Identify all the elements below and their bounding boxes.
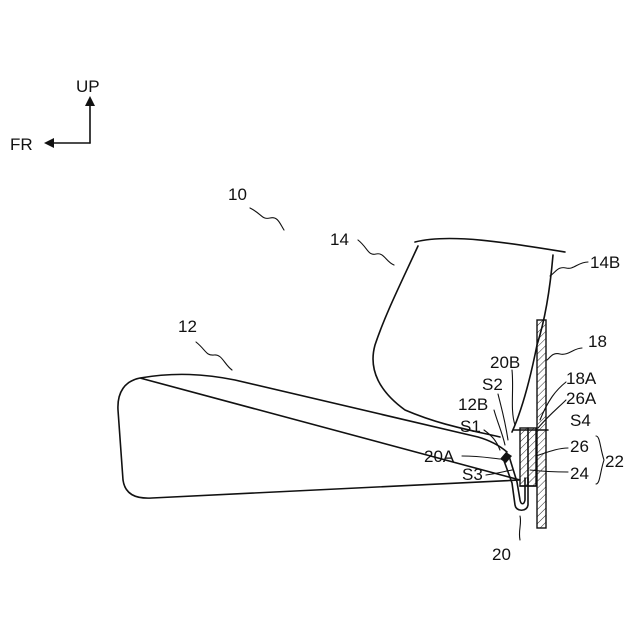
up-label: UP [76, 77, 100, 96]
label-s3: S3 [462, 465, 483, 484]
label-22: 22 [605, 452, 624, 471]
label-20a: 20A [424, 447, 455, 466]
label-s1: S1 [460, 417, 481, 436]
leader-18 [547, 348, 582, 360]
leader-20a [462, 456, 500, 459]
label-18: 18 [588, 332, 607, 351]
label-14b: 14B [590, 253, 620, 272]
label-s2: S2 [482, 375, 503, 394]
leader-20b [512, 370, 515, 425]
label-20: 20 [492, 545, 511, 564]
front-arrow-head [44, 138, 54, 148]
front-label: FR [10, 135, 33, 154]
label-12b: 12B [458, 395, 488, 414]
orientation-arrows: UP FR [10, 77, 100, 154]
label-14: 14 [330, 230, 349, 249]
leader-12 [196, 342, 232, 370]
leader-s2 [498, 394, 508, 440]
leader-20 [519, 516, 520, 540]
reference-labels: 10 14 14B 12 18 20B 18A S2 26A 12B S4 S1… [178, 185, 624, 564]
seat-cushion-outline [118, 374, 520, 498]
label-26a: 26A [566, 389, 597, 408]
label-s4: S4 [570, 411, 591, 430]
leader-10 [250, 208, 284, 230]
label-24: 24 [570, 464, 589, 483]
leader-14b [550, 262, 588, 276]
label-18a: 18A [566, 369, 597, 388]
label-20b: 20B [490, 353, 520, 372]
label-12: 12 [178, 317, 197, 336]
label-10: 10 [228, 185, 247, 204]
label-26: 26 [570, 437, 589, 456]
assembly-brace [596, 436, 604, 484]
up-arrow-head [85, 96, 95, 106]
leader-14 [358, 240, 394, 265]
